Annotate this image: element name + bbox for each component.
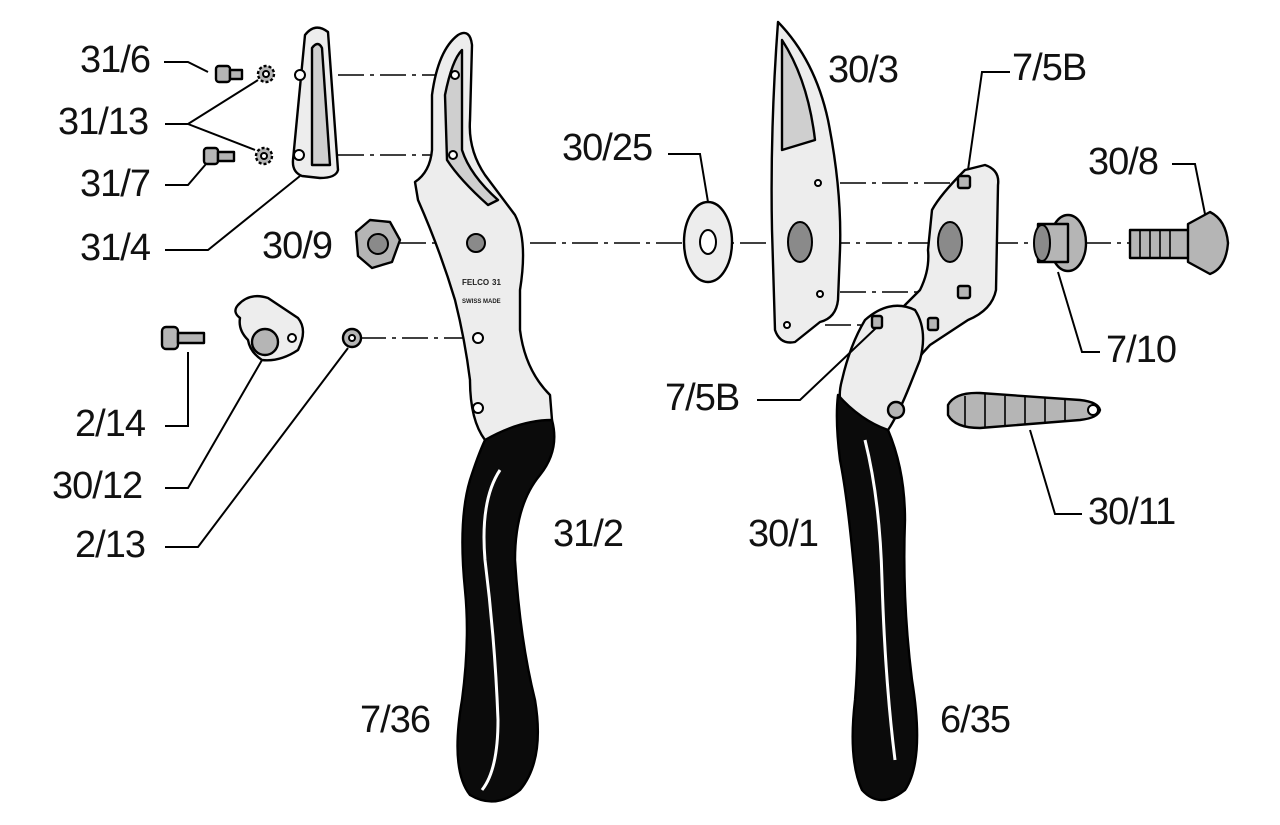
leader-31-7 <box>165 163 207 186</box>
screw-2-14 <box>160 325 206 351</box>
left-grip-cover <box>456 418 556 803</box>
alignment-lines <box>338 74 1130 339</box>
label-2-13: 2/13 <box>75 524 145 566</box>
screw-icon <box>202 146 220 166</box>
stamp-model: 31 <box>492 278 501 287</box>
screw-shank <box>228 68 244 81</box>
part-labels: 31/6 31/13 31/7 31/4 30/9 2/14 30/12 2/1… <box>52 39 1177 741</box>
label-2-14: 2/14 <box>75 403 146 445</box>
insert-hole-bottom <box>448 150 458 160</box>
handle-stud <box>472 402 484 414</box>
stamp-brand: FELCO <box>462 278 489 287</box>
upper-handle <box>835 163 1000 802</box>
label-31-6: 31/6 <box>80 39 150 81</box>
grip-highlight <box>480 469 502 791</box>
leader-31-4 <box>165 175 301 251</box>
leader-31-13-a <box>165 79 259 125</box>
label-30-9: 30/9 <box>262 225 332 267</box>
pivot-hole <box>466 233 486 253</box>
leader-30-25 <box>668 153 709 203</box>
blade-pivot-hole <box>787 221 813 263</box>
screw-31-6 <box>214 64 244 84</box>
stamp-origin: SWISS MADE <box>462 299 501 305</box>
screw-icon <box>160 325 180 351</box>
label-31-7: 31/7 <box>80 163 150 205</box>
label-30-12: 30/12 <box>52 465 142 507</box>
label-31-4: 31/4 <box>80 227 151 269</box>
pin-top <box>956 174 972 190</box>
screw-icon <box>214 64 232 84</box>
pin-bottom <box>956 284 972 300</box>
screw-31-7 <box>202 146 236 166</box>
leader-7-5b-mid <box>757 327 877 401</box>
spring-plate-30-12 <box>234 294 305 362</box>
bolt-icon <box>1186 210 1230 276</box>
label-6-35: 6/35 <box>940 699 1010 741</box>
pin-head <box>926 316 940 332</box>
washer-30-25 <box>682 200 734 284</box>
leader-30-12 <box>165 359 263 489</box>
spring-plate-hole <box>472 332 484 344</box>
leader-7-10 <box>1057 271 1100 353</box>
blade-bevel <box>780 38 817 152</box>
anvil-plate-groove <box>310 42 332 167</box>
label-30-25: 30/25 <box>562 127 652 169</box>
leader-2-14 <box>165 352 189 427</box>
leader-30-11 <box>1029 429 1082 515</box>
anvil-plate-hole-top <box>294 69 306 81</box>
right-grip-cover <box>835 393 919 802</box>
label-7-5b-mid: 7/5B <box>665 377 739 419</box>
label-30-3: 30/3 <box>828 49 898 91</box>
pin-side <box>870 314 884 330</box>
lock-washer-top <box>256 64 276 84</box>
grip-highlight <box>863 439 897 761</box>
label-31-13: 31/13 <box>58 101 148 143</box>
anvil-plate <box>291 26 340 180</box>
bushing-7-10 <box>1033 213 1088 273</box>
spring-seat <box>886 400 906 420</box>
label-7-36: 7/36 <box>360 699 430 741</box>
spring-icon <box>946 391 1102 430</box>
nut-30-9 <box>354 218 402 270</box>
label-31-2: 31/2 <box>553 513 623 555</box>
screw-shank <box>216 150 236 163</box>
lower-handle: FELCO 31 SWISS MADE <box>413 31 556 803</box>
bolt-30-8 <box>1128 210 1230 276</box>
lock-washer-bottom <box>254 146 274 166</box>
spring-plate-serration <box>250 327 280 357</box>
holder-pivot-hole <box>937 221 963 263</box>
cutting-blade <box>770 20 842 344</box>
leader-31-13-b <box>187 123 256 151</box>
screw-shank <box>176 331 206 345</box>
leader-7-5b-top <box>967 71 1010 171</box>
leader-30-8 <box>1172 163 1206 215</box>
spring-30-11 <box>946 391 1102 430</box>
anvil-insert-ridge <box>443 48 500 207</box>
leader-lines <box>164 61 1206 548</box>
anvil-plate-hole-bottom <box>293 149 305 161</box>
label-7-5b-top: 7/5B <box>1012 47 1086 89</box>
leader-31-6 <box>164 61 209 73</box>
washer-2-13 <box>341 327 363 349</box>
leader-2-13 <box>165 347 349 548</box>
label-30-1: 30/1 <box>748 513 818 555</box>
label-30-11: 30/11 <box>1088 491 1175 533</box>
label-7-10: 7/10 <box>1106 329 1176 371</box>
label-30-8: 30/8 <box>1088 141 1158 183</box>
insert-hole-top <box>450 70 460 80</box>
